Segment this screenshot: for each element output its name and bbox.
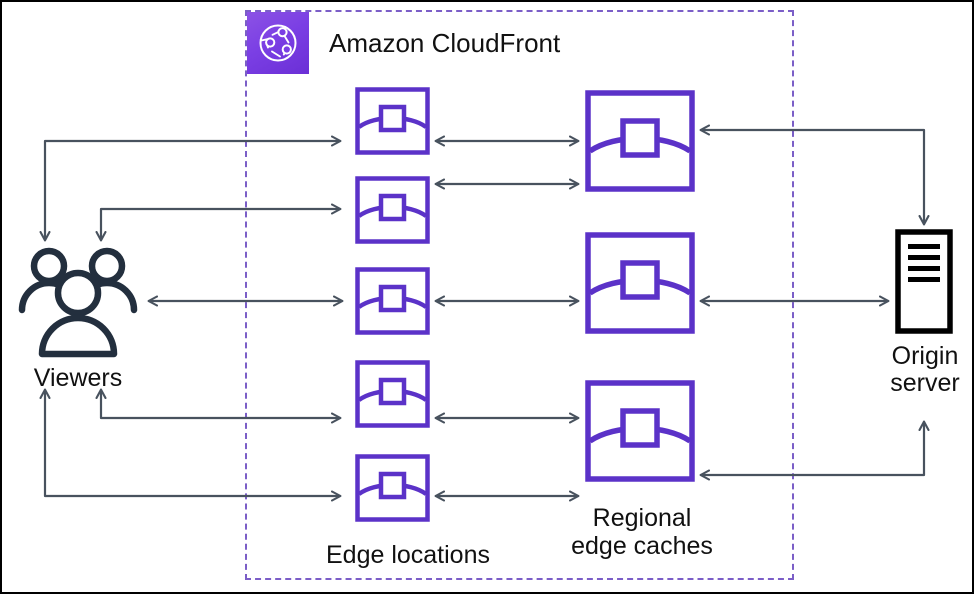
regional-edge-cache-2[interactable] xyxy=(585,232,695,334)
amazon-cloudfront-icon xyxy=(247,12,309,74)
edge-location-4[interactable] xyxy=(355,360,430,428)
link-viewers-edge2 xyxy=(101,209,340,240)
cache-label-line2: edge caches xyxy=(571,531,713,560)
edge-location-1[interactable] xyxy=(355,87,430,155)
edge-location-2[interactable] xyxy=(355,176,430,244)
edge-location-3[interactable] xyxy=(355,267,430,335)
origin-label-line1: Origin xyxy=(891,342,959,370)
edge-location-5[interactable] xyxy=(355,454,430,522)
cloudfront-boundary xyxy=(245,10,794,580)
origin-server-label: Origin server xyxy=(857,342,972,397)
regional-edge-caches-group-label: Regional edge caches xyxy=(547,504,737,560)
origin-label-line2: server xyxy=(890,369,960,397)
cloudfront-service-title: Amazon CloudFront xyxy=(329,28,561,58)
link-viewers-edge1 xyxy=(45,141,340,240)
viewers-group-icon xyxy=(14,242,142,360)
regional-edge-cache-1[interactable] xyxy=(585,90,695,192)
cache-label-line1: Regional xyxy=(592,504,692,532)
link-cache3-origin xyxy=(701,422,924,475)
edge-locations-group-label: Edge locations xyxy=(325,541,490,569)
link-cache1-origin xyxy=(701,130,924,224)
origin-server-icon xyxy=(895,229,953,334)
link-viewers-edge4 xyxy=(101,390,340,418)
regional-edge-cache-3[interactable] xyxy=(585,380,695,482)
link-viewers-edge5 xyxy=(45,390,340,496)
viewers-label: Viewers xyxy=(33,364,123,392)
